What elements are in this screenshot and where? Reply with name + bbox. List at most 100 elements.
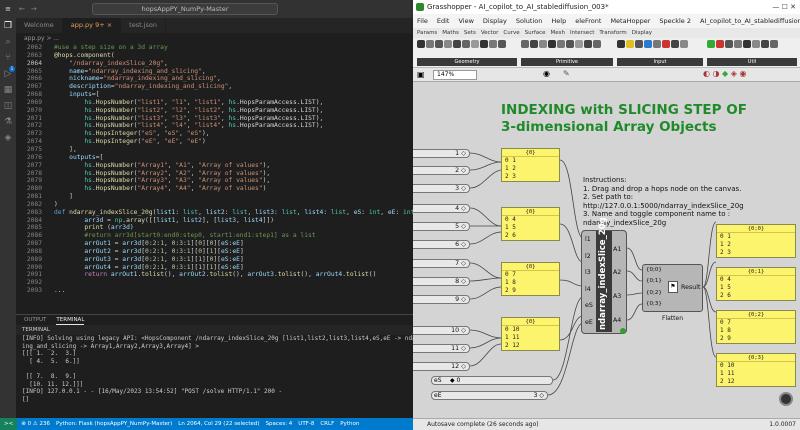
- code-line[interactable]: 2081 ]: [16, 193, 413, 201]
- code-line[interactable]: 2078 hs.HopsNumber("Array2", "A2", "Arra…: [16, 170, 413, 178]
- tab-welcome[interactable]: Welcome: [16, 18, 63, 33]
- number-slider[interactable]: 5 ◇: [413, 222, 470, 231]
- code-line[interactable]: 2074 hs.HopsInteger("eE", "eE", "eE"): [16, 138, 413, 146]
- ribbon-tab[interactable]: Display: [631, 30, 653, 36]
- code-line[interactable]: 2079 hs.HopsNumber("Array3", "A3", "Arra…: [16, 177, 413, 185]
- ribbon-tab[interactable]: Intersect: [570, 30, 595, 36]
- radial-menu-icon[interactable]: [779, 392, 793, 406]
- ribbon-group-util[interactable]: Util: [707, 40, 797, 66]
- code-line[interactable]: 2086 #return arr3d[start0:end0:step0, st…: [16, 232, 413, 240]
- menu-item[interactable]: Help: [551, 17, 567, 25]
- integer-slider-eS[interactable]: eS◆ 0: [431, 376, 553, 385]
- encoding-status[interactable]: UTF-8: [298, 421, 315, 427]
- ribbon-tab[interactable]: Mesh: [550, 30, 566, 36]
- hops-component[interactable]: l1 l2 l3 l4 eS eE ndarray_indexSlice_20g…: [581, 217, 627, 334]
- code-line[interactable]: 2070 hs.HopsNumber("list2", "l2", "list2…: [16, 107, 413, 115]
- display-mode-icons[interactable]: ◐ ◑ ◆ ◈ ◉: [703, 69, 747, 78]
- terminal-output[interactable]: [INFO] Solving using legacy API: <HopsCo…: [16, 335, 413, 403]
- number-slider[interactable]: 6 ◇: [413, 240, 470, 249]
- number-slider[interactable]: 2 ◇: [413, 166, 470, 175]
- number-slider[interactable]: 9 ◇: [413, 295, 470, 304]
- input-l1[interactable]: l1: [585, 236, 591, 243]
- code-line[interactable]: 2077 hs.HopsNumber("Array1", "A1", "Arra…: [16, 162, 413, 170]
- menu-item[interactable]: Display: [482, 17, 507, 25]
- input-l2[interactable]: l2: [585, 253, 591, 260]
- code-line[interactable]: 2089 arrOut3 = arr3d[0:2:1, 0:3:1][1][0]…: [16, 256, 413, 264]
- menu-item[interactable]: MetaHopper: [610, 17, 651, 25]
- code-line[interactable]: 2073 hs.HopsInteger("eS", "eS", "eS"),: [16, 130, 413, 138]
- ribbon-tab[interactable]: Maths: [442, 30, 459, 36]
- flatten-input-1[interactable]: {0;1}: [646, 278, 662, 284]
- code-line[interactable]: 2068 inputs=[: [16, 91, 413, 99]
- run-debug-icon[interactable]: ▷: [4, 69, 12, 79]
- indent-status[interactable]: Spaces: 4: [265, 421, 293, 427]
- number-slider[interactable]: 8 ◇: [413, 277, 470, 286]
- number-slider[interactable]: 12 ◇: [413, 362, 470, 371]
- code-line[interactable]: 2090 arrOut4 = arr3d[0:2:1, 0:3:1][1][1]…: [16, 264, 413, 272]
- flatten-input-0[interactable]: {0;0}: [646, 267, 662, 273]
- ribbon-tab[interactable]: Curve: [503, 30, 520, 36]
- menu-item[interactable]: eleFront: [575, 17, 602, 25]
- output-A3[interactable]: A3: [613, 293, 622, 300]
- code-line[interactable]: 2072 hs.HopsNumber("list4", "l4", "list4…: [16, 122, 413, 130]
- code-line[interactable]: 2092: [16, 279, 413, 287]
- eol-status[interactable]: CRLF: [320, 421, 335, 427]
- menu-item[interactable]: Solution: [515, 17, 543, 25]
- python-env-status[interactable]: Python: Flask (hopsAppPY_NumPy-Master): [56, 421, 173, 427]
- extensions-icon[interactable]: ▦: [3, 85, 13, 95]
- source-control-icon[interactable]: ⑂: [5, 53, 11, 63]
- number-slider[interactable]: 4 ◇: [413, 204, 470, 213]
- back-icon[interactable]: ←: [19, 5, 25, 13]
- code-line[interactable]: 2063@hops.component(: [16, 52, 413, 60]
- input-l4[interactable]: l4: [585, 286, 591, 293]
- ribbon-group-geometry[interactable]: Geometry: [417, 40, 517, 66]
- number-slider[interactable]: 11 ◇: [413, 344, 470, 353]
- code-line[interactable]: 2067 description="ndarray_indexing_and_s…: [16, 83, 413, 91]
- code-line[interactable]: 2082): [16, 201, 413, 209]
- code-line[interactable]: 2091 return arrOut1.tolist(), arrOut2.to…: [16, 271, 413, 279]
- tab-terminal[interactable]: TERMINAL: [56, 317, 85, 325]
- window-controls[interactable]: — ☐ ✕: [772, 3, 796, 11]
- remote-explorer-icon[interactable]: ◫: [3, 101, 13, 111]
- ribbon-tab[interactable]: Surface: [524, 30, 546, 36]
- menu-item[interactable]: Speckle 2: [659, 17, 691, 25]
- code-line[interactable]: 2064 "/ndarray_indexSlice_20g",: [16, 60, 413, 68]
- code-line[interactable]: 2085 print (arr3d): [16, 224, 413, 232]
- ribbon-tab[interactable]: Vector: [480, 30, 499, 36]
- code-line[interactable]: 2087 arrOut1 = arr3d[0:2:1, 0:3:1][0][0]…: [16, 240, 413, 248]
- output-A1[interactable]: A1: [613, 246, 622, 253]
- ribbon-group-primitive[interactable]: Primitive: [521, 40, 613, 66]
- code-line[interactable]: 2071 hs.HopsNumber("list3", "l3", "list3…: [16, 115, 413, 123]
- search-icon[interactable]: ⌕: [5, 37, 11, 47]
- sketch-icon[interactable]: ✎: [563, 69, 570, 78]
- ribbon-tab[interactable]: Transform: [599, 30, 627, 36]
- ribbon-group-input[interactable]: Input: [617, 40, 703, 66]
- code-line[interactable]: 2076 outputs=[: [16, 154, 413, 162]
- testing-icon[interactable]: ⚗: [3, 117, 13, 127]
- code-line[interactable]: 2093...: [16, 287, 413, 295]
- flatten-input-3[interactable]: {0;3}: [646, 301, 662, 307]
- code-line[interactable]: 2080 hs.HopsNumber("Array4", "A4", "Arra…: [16, 185, 413, 193]
- python-icon[interactable]: ◈: [4, 133, 12, 143]
- number-slider[interactable]: 3 ◇: [413, 184, 470, 193]
- tab-app-py[interactable]: app.py 9+ ×: [62, 18, 122, 33]
- menu-item[interactable]: Edit: [436, 17, 450, 25]
- save-icon[interactable]: ▣: [417, 70, 425, 79]
- code-line[interactable]: 2084 arr3d = np.array([[list1, list2], […: [16, 217, 413, 225]
- gh-canvas[interactable]: INDEXING with SLICING STEP OF 3-dimensio…: [413, 82, 800, 418]
- forward-icon[interactable]: →: [30, 5, 37, 13]
- explorer-icon[interactable]: ❐: [3, 21, 13, 31]
- menu-item[interactable]: File: [417, 17, 428, 25]
- code-line[interactable]: 2062#use a step size on a 3d array: [16, 44, 413, 52]
- flatten-component[interactable]: {0;0} {0;1} {0;2} {0;3} ⚑ Result Flatten: [642, 264, 703, 322]
- code-line[interactable]: 2069 hs.HopsNumber("list1", "l1", "list1…: [16, 99, 413, 107]
- number-slider[interactable]: 1 ◇: [413, 149, 470, 158]
